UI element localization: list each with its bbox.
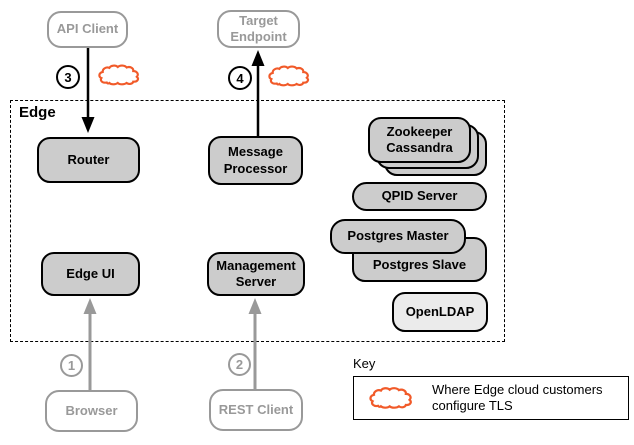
node-postgres-master: Postgres Master: [330, 219, 466, 254]
node-message-processor: Message Processor: [208, 136, 303, 185]
arrow-api-client-to-router: [81, 48, 95, 133]
tls-cloud-icon: [268, 65, 309, 87]
step-badge-2: 2: [228, 353, 251, 376]
step-badge-3: 3: [56, 65, 80, 89]
node-target-endpoint: Target Endpoint: [217, 10, 300, 48]
node-zookeeper-cassandra: Zookeeper Cassandra: [368, 117, 471, 163]
node-browser: Browser: [45, 390, 138, 432]
key-panel: Where Edge cloud customers configure TLS: [353, 376, 629, 420]
node-management-server-label: Management Server: [216, 257, 296, 289]
key-cloud-wrap: [366, 386, 418, 410]
step-badge-1: 1: [60, 354, 83, 377]
key-description: Where Edge cloud customers configure TLS: [432, 381, 603, 413]
edge-boundary-label: Edge: [19, 104, 56, 121]
node-api-client-label: API Client: [56, 21, 119, 37]
tls-cloud-icon: [98, 64, 139, 86]
node-rest-client-label: REST Client: [218, 401, 294, 417]
node-message-processor-label: Message Processor: [223, 144, 288, 176]
arrow-browser-to-edge-ui: [83, 298, 97, 390]
node-openldap-label: OpenLDAP: [405, 303, 475, 319]
node-openldap: OpenLDAP: [392, 292, 488, 332]
node-edge-ui: Edge UI: [41, 252, 140, 296]
node-zookeeper-label: Zookeeper: [386, 123, 453, 139]
step-badge-1-label: 1: [67, 358, 76, 373]
step-badge-3-label: 3: [64, 69, 72, 85]
node-edge-ui-label: Edge UI: [66, 265, 115, 281]
tls-cloud-icon: [369, 387, 412, 409]
node-router-label: Router: [67, 151, 110, 167]
node-management-server: Management Server: [207, 252, 305, 296]
step-badge-4: 4: [228, 66, 252, 90]
node-qpid-server: QPID Server: [352, 182, 487, 211]
arrow-message-processor-to-target: [251, 50, 265, 136]
node-qpid-server-label: QPID Server: [381, 188, 458, 204]
node-api-client: API Client: [47, 11, 128, 48]
node-rest-client: REST Client: [209, 389, 303, 431]
key-title: Key: [353, 356, 376, 371]
node-postgres-slave-label: Postgres Slave: [372, 256, 467, 272]
node-cassandra-label: Cassandra: [386, 140, 453, 155]
arrow-rest-client-to-management-server: [248, 298, 262, 389]
node-target-endpoint-label: Target Endpoint: [230, 12, 287, 44]
step-badge-4-label: 4: [236, 70, 244, 86]
node-router: Router: [37, 137, 140, 183]
step-badge-2-label: 2: [235, 357, 244, 372]
node-postgres-master-label: Postgres Master: [347, 228, 449, 244]
node-browser-label: Browser: [65, 402, 118, 418]
